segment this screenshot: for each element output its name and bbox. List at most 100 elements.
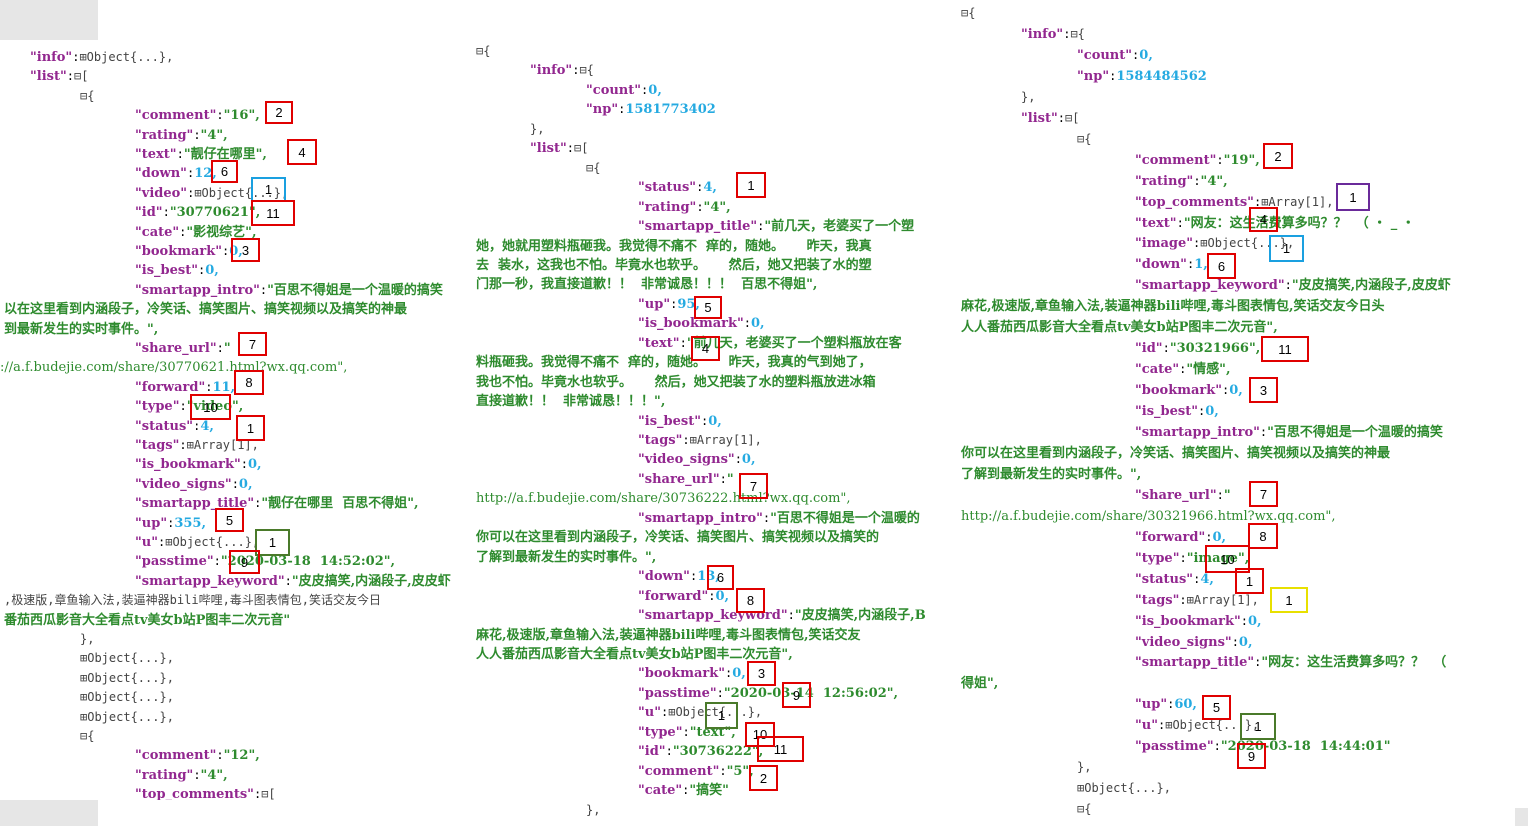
json-value: "靓仔在哪里 百思不得姐", bbox=[261, 496, 419, 512]
json-value: "情感", bbox=[1186, 362, 1231, 378]
json-line[interactable]: "u":⊞Object{...}, bbox=[1135, 716, 1259, 735]
annotation-box: 3 bbox=[747, 661, 776, 686]
json-line[interactable]: "top_comments":⊟[ bbox=[135, 785, 276, 800]
json-line: "video_signs":0, bbox=[135, 475, 253, 494]
json-toggle[interactable]: ⊟{ bbox=[1077, 802, 1092, 817]
json-toggle[interactable]: ⊞Object{...}, bbox=[80, 690, 174, 705]
json-key: "top_comments" bbox=[135, 787, 254, 800]
json-toggle[interactable]: ⊟[ bbox=[1064, 110, 1080, 125]
json-toggle[interactable]: ⊞Object{...}, bbox=[668, 705, 763, 720]
json-value: : bbox=[1254, 655, 1262, 670]
json-toggle[interactable]: ⊞Object{...}, bbox=[1165, 718, 1260, 733]
json-toggle[interactable]: ⊟{ bbox=[1077, 131, 1092, 146]
json-value: "皮皮搞笑,内涵段子,皮皮虾 bbox=[291, 573, 451, 589]
json-value: 0, bbox=[1229, 383, 1243, 399]
json-toggle[interactable]: ⊟{ bbox=[1070, 26, 1085, 41]
json-value: " bbox=[1223, 487, 1231, 503]
json-toggle[interactable]: ⊟{ bbox=[80, 88, 95, 103]
json-line[interactable]: ⊞Object{...}, bbox=[80, 688, 174, 707]
json-value: : bbox=[1240, 613, 1249, 628]
json-toggle[interactable]: ⊞Object{...}, bbox=[194, 185, 289, 200]
json-key: "type" bbox=[638, 724, 683, 740]
json-value: : bbox=[205, 379, 213, 394]
annotation-box: 7 bbox=[238, 332, 267, 356]
json-value: "2020-03-18 14:52:02", bbox=[220, 554, 396, 570]
json-value: : bbox=[1158, 718, 1166, 733]
json-value: "16", bbox=[223, 108, 260, 124]
json-line[interactable]: ⊞Object{...}, bbox=[80, 708, 174, 727]
json-toggle[interactable]: ⊟{ bbox=[579, 63, 594, 78]
json-value: : bbox=[254, 496, 262, 511]
json-value: : bbox=[1259, 425, 1268, 439]
json-line[interactable]: ⊟{ bbox=[961, 4, 975, 23]
json-toggle[interactable]: ⊟[ bbox=[73, 69, 89, 84]
json-toggle[interactable]: ⊞Array[1], bbox=[1186, 592, 1259, 607]
json-key: "is_bookmark" bbox=[135, 457, 241, 473]
json-key: "status" bbox=[135, 418, 194, 434]
json-toggle[interactable]: ⊞Array[1], bbox=[689, 433, 762, 447]
json-toggle[interactable]: ⊞Object{...}, bbox=[165, 535, 260, 549]
json-value: 去 装水，这我也不怕。毕竟水也软乎。 然后，她又把装了水的塑 bbox=[476, 257, 872, 273]
json-line[interactable]: ⊟{ bbox=[1077, 130, 1091, 149]
json-line[interactable]: "info":⊟{ bbox=[530, 61, 594, 80]
json-key: "smartapp_title" bbox=[638, 219, 758, 235]
json-line[interactable]: "u":⊞Object{...}, bbox=[135, 533, 259, 552]
json-line[interactable]: "list":⊟[ bbox=[30, 67, 88, 86]
annotation-box: 9 bbox=[782, 682, 811, 708]
json-viewer-panel-left[interactable]: "info":⊞Object{...},"list":⊟[⊟{"comment"… bbox=[0, 40, 468, 800]
json-line[interactable]: ⊞Object{...}, bbox=[80, 649, 174, 668]
json-key: "bookmark" bbox=[135, 244, 223, 259]
json-toggle[interactable]: ⊟{ bbox=[586, 160, 601, 175]
json-line[interactable]: "top_comments":⊞Array[1], bbox=[1135, 193, 1333, 212]
json-viewer-panel-middle[interactable]: ⊟{"info":⊟{"count":0,"np":1581773402},"l… bbox=[468, 40, 948, 826]
json-key: "tags" bbox=[1135, 592, 1180, 608]
json-toggle[interactable]: ⊟{ bbox=[476, 44, 491, 58]
json-toggle[interactable]: ⊞Array[1], bbox=[186, 438, 259, 452]
json-line[interactable]: ⊞Object{...}, bbox=[80, 669, 174, 688]
json-line[interactable]: ⊟{ bbox=[586, 159, 600, 178]
json-line[interactable]: ⊟{ bbox=[80, 727, 94, 746]
json-line[interactable]: ⊞Object{...}, bbox=[1077, 779, 1171, 798]
json-line[interactable]: "video":⊞Object{...}, bbox=[135, 184, 288, 203]
json-line[interactable]: ⊟{ bbox=[476, 42, 490, 61]
json-value: : bbox=[670, 296, 678, 311]
json-key: "video_signs" bbox=[638, 452, 735, 468]
json-line[interactable]: "info":⊟{ bbox=[1021, 25, 1085, 44]
json-toggle[interactable]: ⊟[ bbox=[573, 141, 589, 156]
json-viewer-panel-right[interactable]: ⊟{"info":⊟{"count":0,"np":1584484562},"l… bbox=[955, 0, 1515, 826]
json-toggle: ,极速版,章鱼输入法,装逼神器bili哔哩,毒斗图表情包,笑话交友今日 bbox=[4, 593, 382, 608]
json-line: 麻花,极速版,章鱼输入法,装逼神器bili哔哩,毒斗图表情包,笑话交友今日头 bbox=[961, 297, 1385, 316]
json-value: "搞笑" bbox=[689, 783, 729, 799]
json-value: : bbox=[572, 63, 580, 78]
json-line[interactable]: "list":⊟[ bbox=[1021, 109, 1079, 128]
json-line[interactable]: "info":⊞Object{...}, bbox=[30, 48, 173, 67]
json-key: "list" bbox=[30, 69, 67, 85]
json-key: "info" bbox=[1021, 26, 1064, 42]
json-line[interactable]: "list":⊟[ bbox=[530, 139, 588, 158]
json-line: "np":1584484562 bbox=[1077, 67, 1207, 86]
json-value: : bbox=[1216, 152, 1224, 167]
json-toggle[interactable]: ⊞Object{...}, bbox=[80, 651, 174, 666]
json-line[interactable]: "tags":⊞Array[1], bbox=[135, 436, 259, 455]
json-toggle[interactable]: ⊟[ bbox=[261, 787, 276, 800]
json-line[interactable]: "tags":⊞Array[1], bbox=[1135, 591, 1259, 610]
json-line: 麻花,极速版,章鱼输入法,装逼神器bili哔哩,毒斗图表情包,笑话交友 bbox=[476, 626, 861, 645]
json-toggle[interactable]: ⊞Array[1], bbox=[1261, 194, 1334, 209]
json-toggle[interactable]: ⊞Object{...}, bbox=[80, 709, 174, 724]
annotation-box: 9 bbox=[1237, 743, 1266, 769]
json-toggle[interactable]: ⊞Object{...}, bbox=[80, 670, 174, 685]
json-value: : bbox=[213, 554, 221, 569]
json-toggle[interactable]: ⊞Object{...}, bbox=[79, 50, 174, 64]
json-value: 了解到最新发生的实时事件。", bbox=[476, 549, 657, 565]
json-toggle[interactable]: ⊟{ bbox=[80, 729, 95, 743]
json-key: "cate" bbox=[135, 224, 180, 240]
json-line[interactable]: ⊟{ bbox=[80, 87, 94, 106]
json-line: "smartapp_keyword":"皮皮搞笑,内涵段子,皮皮虾 bbox=[1135, 276, 1451, 295]
json-line[interactable]: ⊟{ bbox=[1077, 800, 1091, 819]
json-toggle[interactable]: ⊟{ bbox=[961, 6, 976, 20]
json-key: "up" bbox=[135, 515, 168, 531]
json-line[interactable]: "u":⊞Object{...}, bbox=[638, 703, 762, 722]
json-line[interactable]: "tags":⊞Array[1], bbox=[638, 431, 762, 450]
json-value: : bbox=[682, 724, 690, 739]
json-toggle[interactable]: ⊞Object{...}, bbox=[1077, 781, 1171, 796]
